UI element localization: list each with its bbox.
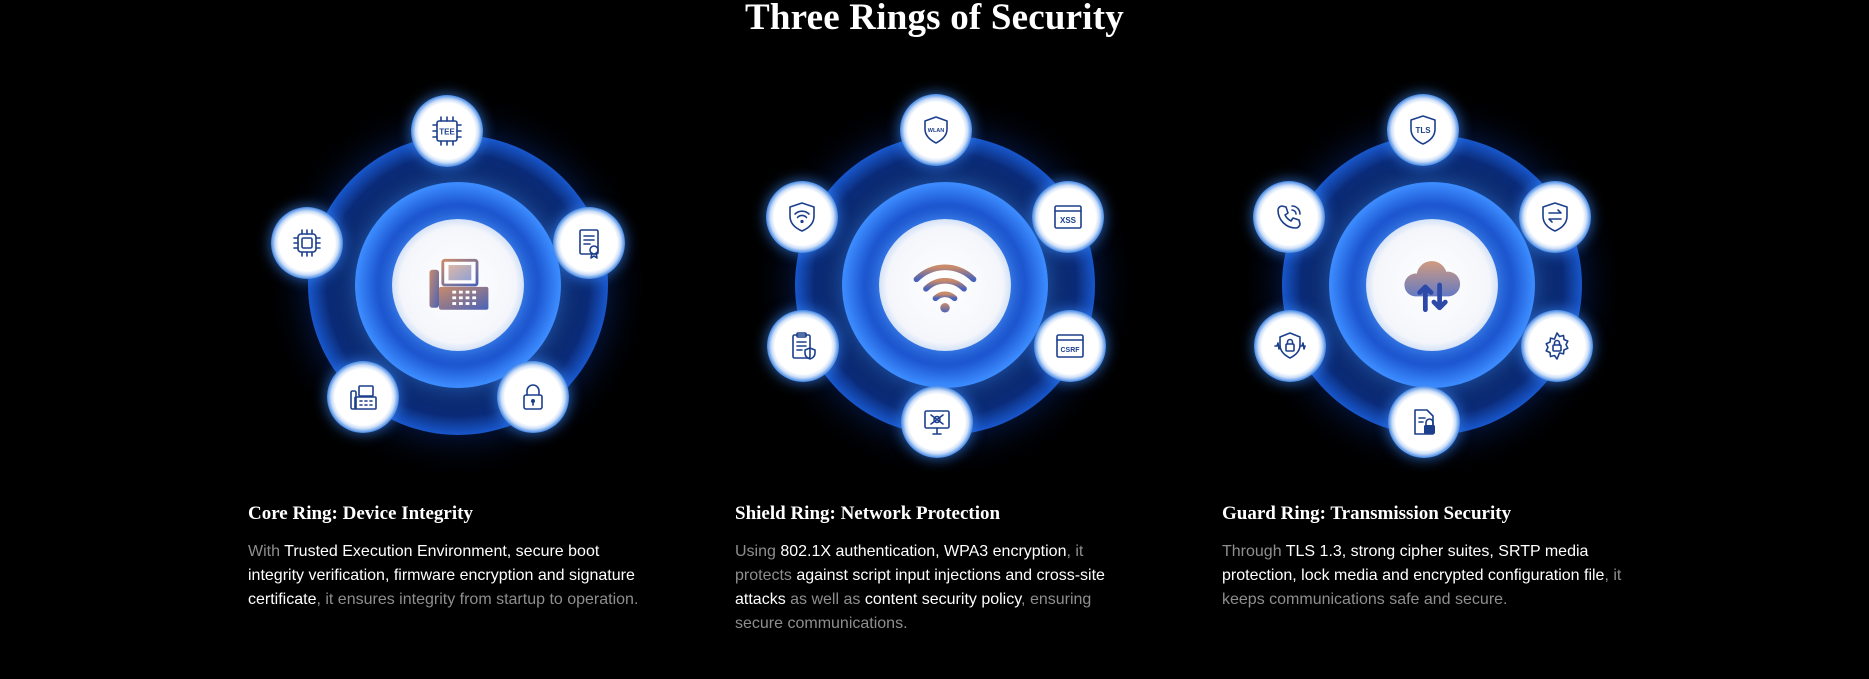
svg-text:WLAN: WLAN bbox=[928, 128, 945, 134]
certificate-icon bbox=[553, 207, 625, 279]
csrf-window-icon: CSRF bbox=[1034, 310, 1106, 382]
ring-heading: Core Ring: Device Integrity bbox=[248, 503, 473, 524]
ring-heading: Guard Ring: Transmission Security bbox=[1222, 503, 1512, 524]
shield-ring-graphic: WLAN XSS CSRF bbox=[735, 80, 1155, 480]
locked-file-icon bbox=[1388, 386, 1460, 458]
shield-ring-section: WLAN XSS CSRF Shield Ring: Network Prote… bbox=[735, 0, 1155, 679]
wifi-icon bbox=[879, 219, 1011, 351]
monitor-alert-icon bbox=[901, 386, 973, 458]
lock-icon bbox=[497, 361, 569, 433]
xss-window-icon: XSS bbox=[1032, 181, 1104, 253]
processor-icon bbox=[271, 207, 343, 279]
core-ring-section: TEE Core Ring: Device Integrity With Tru… bbox=[248, 0, 668, 679]
svg-text:CSRF: CSRF bbox=[1060, 347, 1080, 354]
tls-shield-icon: TLS bbox=[1387, 94, 1459, 166]
gear-lock-icon bbox=[1521, 310, 1593, 382]
svg-text:TLS: TLS bbox=[1415, 126, 1431, 135]
ring-heading: Shield Ring: Network Protection bbox=[735, 503, 1001, 524]
page-title: Three Rings of Security bbox=[744, 0, 1125, 38]
ring-description: With Trusted Execution Environment, secu… bbox=[248, 543, 639, 608]
phone-call-icon bbox=[1253, 181, 1325, 253]
svg-text:TEE: TEE bbox=[439, 128, 455, 137]
svg-text:XSS: XSS bbox=[1060, 216, 1077, 225]
exchange-shield-icon bbox=[1519, 181, 1591, 253]
media-lock-icon bbox=[1254, 310, 1326, 382]
wifi-shield-icon bbox=[766, 181, 838, 253]
policy-clipboard-icon bbox=[767, 310, 839, 382]
core-ring-graphic: TEE bbox=[248, 80, 668, 480]
ring-description: Using 802.1X authentication, WPA3 encryp… bbox=[735, 543, 1105, 632]
ring-description: Through TLS 1.3, strong cipher suites, S… bbox=[1222, 543, 1622, 608]
cloud-transfer-icon bbox=[1366, 219, 1498, 351]
tee-chip-icon: TEE bbox=[411, 95, 483, 167]
guard-ring-section: TLS Guard Ring: Transmission Security Th… bbox=[1222, 0, 1642, 679]
wlan-shield-icon: WLAN bbox=[900, 94, 972, 166]
guard-ring-graphic: TLS bbox=[1222, 80, 1642, 480]
ip-phone-icon bbox=[327, 361, 399, 433]
desk-phone-icon bbox=[392, 219, 524, 351]
